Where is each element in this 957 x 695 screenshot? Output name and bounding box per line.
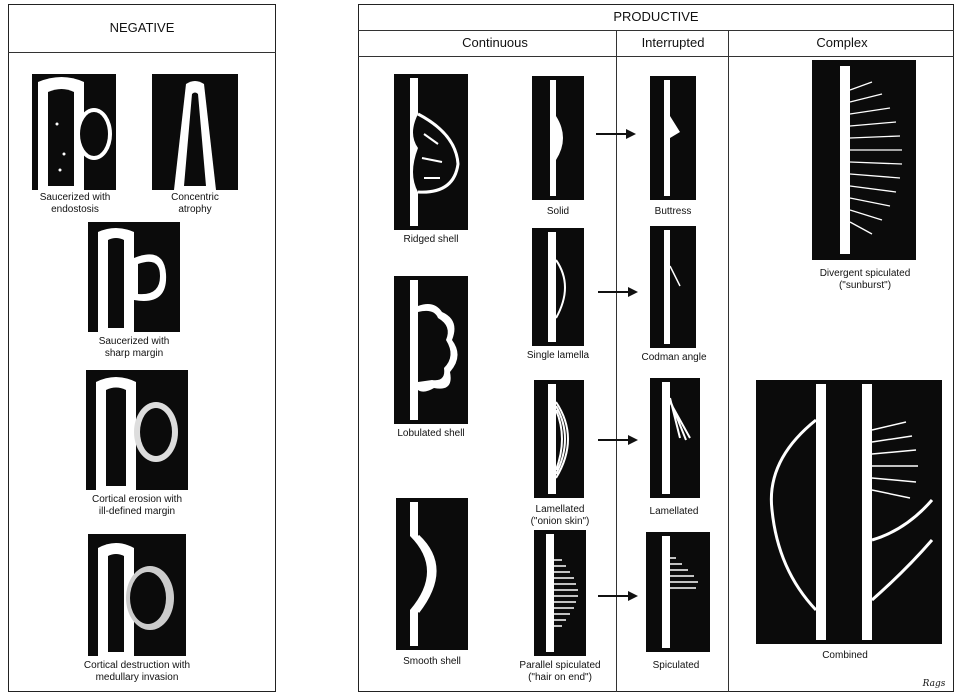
productive-title-divider bbox=[358, 30, 954, 31]
saucerized-endostosis-image bbox=[32, 74, 116, 190]
cortical-erosion-image bbox=[86, 370, 188, 490]
combined-label: Combined bbox=[790, 650, 900, 662]
arrow-onion-to-lamellated bbox=[598, 434, 638, 446]
complex-column-left-border bbox=[728, 30, 729, 692]
spiculated-label: Spiculated bbox=[634, 660, 718, 672]
productive-title: PRODUCTIVE bbox=[358, 9, 954, 24]
codman-angle-label: Codman angle bbox=[624, 352, 724, 364]
lamellated-interrupted-image bbox=[650, 378, 700, 498]
continuous-column-header: Continuous bbox=[430, 35, 560, 50]
parallel-spiculated-image bbox=[534, 530, 586, 656]
cortical-destruction-image bbox=[88, 534, 186, 656]
lobulated-shell-image bbox=[394, 276, 468, 424]
lobulated-shell-label: Lobulated shell bbox=[376, 428, 486, 440]
combined-image bbox=[756, 380, 942, 644]
arrow-lamella-to-codman bbox=[598, 286, 638, 298]
cortical-destruction-label: Cortical destruction with medullary inva… bbox=[64, 660, 210, 684]
single-lamella-image bbox=[532, 228, 584, 346]
saucerized-sharp-margin-image bbox=[88, 222, 180, 332]
divergent-spiculated-image bbox=[812, 60, 916, 260]
concentric-atrophy-image bbox=[152, 74, 238, 190]
negative-title: NEGATIVE bbox=[8, 20, 276, 35]
solid-label: Solid bbox=[518, 206, 598, 218]
smooth-shell-image bbox=[396, 498, 468, 650]
ridged-shell-image bbox=[394, 74, 468, 230]
concentric-atrophy-label: Concentric atrophy bbox=[142, 192, 248, 216]
negative-header-divider bbox=[8, 52, 276, 53]
lamellated-onion-skin-label: Lamellated ("onion skin") bbox=[512, 504, 608, 528]
parallel-spiculated-label: Parallel spiculated ("hair on end") bbox=[504, 660, 616, 684]
saucerized-endostosis-label: Saucerized with endostosis bbox=[20, 192, 130, 216]
divergent-spiculated-label: Divergent spiculated ("sunburst") bbox=[790, 268, 940, 292]
buttress-image bbox=[650, 76, 696, 200]
arrow-solid-to-buttress bbox=[596, 128, 636, 140]
spiculated-image bbox=[646, 532, 710, 652]
smooth-shell-label: Smooth shell bbox=[380, 656, 484, 668]
interrupted-column-header: Interrupted bbox=[618, 35, 728, 50]
artist-signature: Rags bbox=[916, 678, 952, 690]
cortical-erosion-label: Cortical erosion with ill-defined margin bbox=[72, 494, 202, 518]
arrow-hair-to-spiculated bbox=[598, 590, 638, 602]
codman-angle-image bbox=[650, 226, 696, 348]
ridged-shell-label: Ridged shell bbox=[380, 234, 482, 246]
saucerized-sharp-margin-label: Saucerized with sharp margin bbox=[78, 336, 190, 360]
productive-columns-divider bbox=[358, 56, 954, 57]
solid-image bbox=[532, 76, 584, 200]
lamellated-onion-skin-image bbox=[534, 380, 584, 498]
complex-column-header: Complex bbox=[730, 35, 954, 50]
buttress-label: Buttress bbox=[632, 206, 714, 218]
single-lamella-label: Single lamella bbox=[512, 350, 604, 362]
lamellated-interrupted-label: Lamellated bbox=[630, 506, 718, 518]
